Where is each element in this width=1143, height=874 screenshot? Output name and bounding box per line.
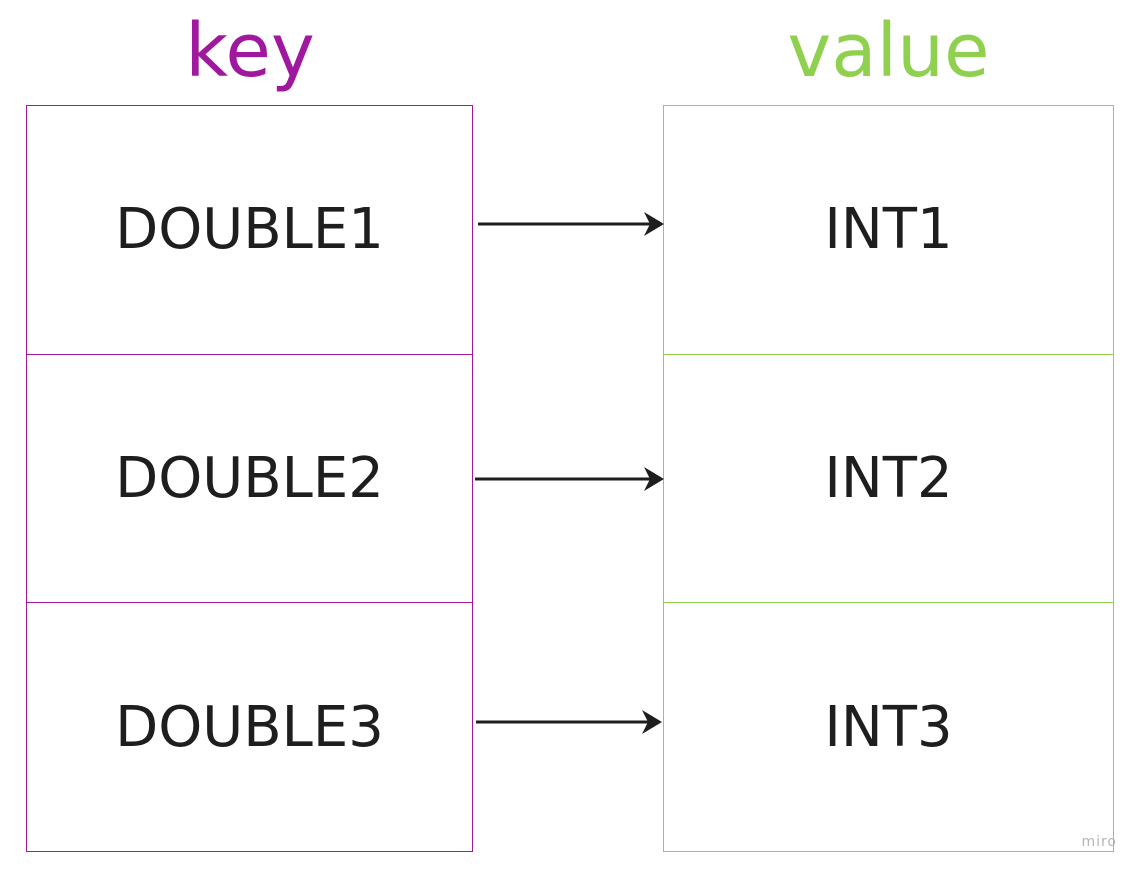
value-cell: INT2	[664, 353, 1113, 603]
key-cell: DOUBLE1	[115, 197, 384, 263]
key-column-heading: key	[185, 8, 315, 94]
key-cell: DOUBLE2	[27, 353, 472, 603]
key-cell: DOUBLE3	[27, 602, 472, 851]
value-column-heading: value	[787, 8, 990, 94]
value-cell: INT1	[824, 197, 953, 263]
value-cell: INT3	[664, 602, 1113, 851]
mapping-arrow	[478, 212, 664, 236]
mapping-arrow	[475, 467, 664, 491]
value-column: INT1 INT2 INT3	[663, 105, 1114, 852]
key-column: DOUBLE1 DOUBLE2 DOUBLE3	[26, 105, 473, 852]
mapping-arrow	[476, 710, 662, 734]
miro-watermark: miro	[1081, 834, 1117, 850]
